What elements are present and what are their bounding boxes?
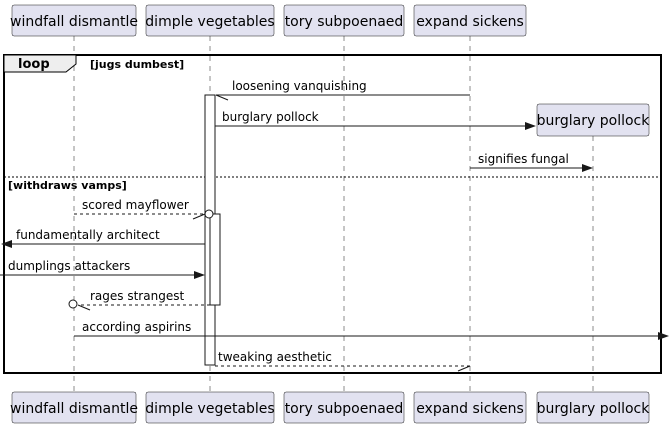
arrow-head (192, 213, 206, 220)
arrow-head (1, 240, 12, 248)
message-label: burglary pollock (222, 110, 319, 124)
participant-box-dimple-vegetables (145, 4, 275, 37)
participant-label: windfall dismantle (10, 14, 138, 30)
message-label: scored mayflower (82, 198, 189, 212)
participant-label: burglary pollock (537, 401, 651, 417)
message-label: tweaking aesthetic (218, 350, 332, 364)
arrow-head (77, 304, 91, 311)
loop-frame (3, 54, 662, 374)
participant-label: tory subpoenaed (285, 14, 404, 30)
message-scored-mayflower: scored mayflower (74, 198, 214, 220)
message-tweaking-aesthetic: tweaking aesthetic (215, 350, 471, 372)
arrow-head (658, 332, 669, 340)
lifelines (73, 36, 594, 392)
message-label: rages strangest (90, 289, 184, 303)
participant-label: dimple vegetables (145, 401, 274, 417)
participant-label: windfall dismantle (10, 401, 138, 417)
message-label: dumplings attackers (8, 259, 130, 273)
message-signifies-fungal: signifies fungal (470, 152, 593, 172)
message-rages-strangest: rages strangest (68, 289, 210, 311)
message-label: fundamentally architect (16, 228, 160, 242)
message-label: according aspirins (82, 320, 191, 334)
else-guard: [withdraws vamps] (8, 179, 127, 192)
participant-box-expand-sickens (413, 4, 527, 37)
arrow-head (215, 94, 229, 101)
participant-label: dimple vegetables (145, 14, 274, 30)
message-dumplings-attackers: dumplings attackers (0, 259, 205, 279)
message-burglary-pollock: burglary pollock (215, 110, 536, 130)
loop-fragment: loop [jugs dumbest] [withdraws vamps] (3, 54, 662, 374)
message-fundamentally-architect: fundamentally architect (1, 228, 205, 248)
message-label: loosening vanquishing (232, 79, 367, 93)
participant-label: burglary pollock (537, 113, 651, 129)
participant-box-expand-sickens (413, 391, 527, 424)
activations (204, 94, 221, 366)
participant-box-burglary-pollock (536, 391, 650, 424)
participant-box-tory-subpoenaed (283, 4, 405, 37)
participant-label: tory subpoenaed (285, 401, 404, 417)
loop-keyword: loop (18, 57, 50, 72)
participant-label: expand sickens (416, 14, 524, 30)
participants-bottom: windfall dismantle dimple vegetables tor… (10, 391, 651, 424)
arrow-head (582, 164, 593, 172)
lost-circle-icon (204, 209, 214, 219)
participant-burglary-pollock-created: burglary pollock (536, 103, 651, 137)
participants-top: windfall dismantle dimple vegetables tor… (10, 4, 527, 37)
participant-box-tory-subpoenaed (283, 391, 405, 424)
message-label: signifies fungal (478, 152, 569, 166)
arrow-head (194, 271, 205, 279)
arrow-head (457, 365, 471, 372)
message-according-aspirins: according aspirins (74, 320, 669, 340)
arrow-head (525, 122, 536, 130)
messages: loosening vanquishing burglary pollock s… (0, 79, 669, 372)
message-loosening-vanquishing: loosening vanquishing (215, 79, 470, 101)
participant-box-windfall-dismantle (11, 4, 137, 37)
participant-label: expand sickens (416, 401, 524, 417)
participant-box-dimple-vegetables (145, 391, 275, 424)
participant-box (536, 103, 650, 137)
participant-box-windfall-dismantle (11, 391, 137, 424)
lost-circle-icon (68, 299, 78, 309)
loop-tab (3, 54, 77, 73)
activation-bar-inner (209, 213, 221, 306)
loop-guard: [jugs dumbest] (90, 58, 184, 71)
